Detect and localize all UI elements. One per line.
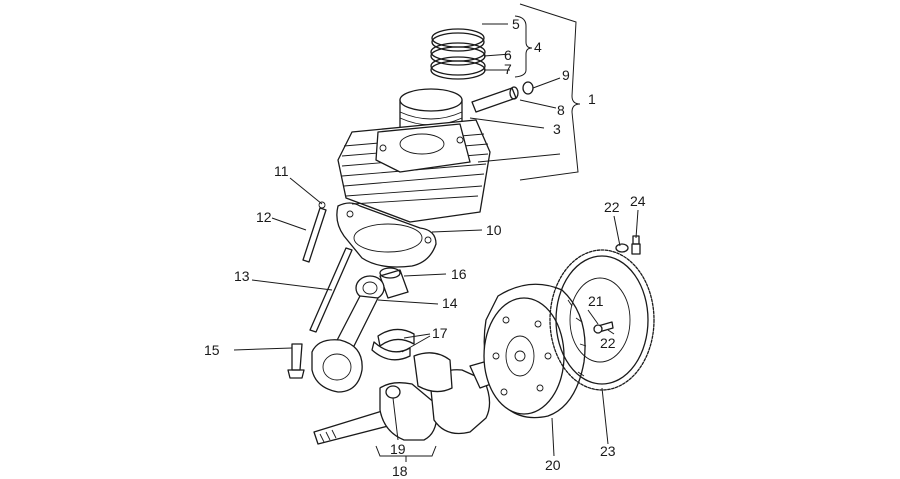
leader-lines bbox=[233, 3, 639, 462]
crankshaft bbox=[313, 352, 503, 445]
top-bolt bbox=[631, 235, 641, 255]
base-gasket bbox=[336, 202, 437, 268]
rod-bolt bbox=[287, 343, 305, 379]
callout-7: 7 bbox=[504, 61, 512, 77]
callout-20: 20 bbox=[545, 457, 561, 473]
washer bbox=[615, 243, 629, 253]
callout-3: 3 bbox=[553, 121, 561, 137]
callout-16: 16 bbox=[451, 266, 467, 282]
callout-9: 9 bbox=[562, 67, 570, 83]
piston-pin bbox=[471, 86, 519, 113]
small-end-bush bbox=[379, 267, 409, 299]
callout-23: 23 bbox=[600, 443, 616, 459]
long-stud bbox=[309, 247, 353, 333]
callout-22-right: 22 bbox=[600, 335, 616, 351]
callout-10: 10 bbox=[486, 222, 502, 238]
flywheel bbox=[483, 283, 587, 419]
callout-21: 21 bbox=[588, 293, 604, 309]
callout-6: 6 bbox=[504, 47, 512, 63]
callout-11: 11 bbox=[274, 163, 289, 179]
callout-labels: 5 4 6 7 9 1 8 3 11 22 24 12 10 13 16 21 … bbox=[204, 16, 646, 479]
callout-18: 18 bbox=[392, 463, 408, 479]
callout-8: 8 bbox=[557, 102, 565, 118]
callout-4: 4 bbox=[534, 39, 542, 55]
callout-15: 15 bbox=[204, 342, 220, 358]
callout-17: 17 bbox=[432, 325, 448, 341]
bearing-shells bbox=[371, 328, 415, 361]
circlip bbox=[522, 81, 534, 95]
callout-12: 12 bbox=[256, 209, 272, 225]
connecting-rod bbox=[311, 275, 385, 393]
callout-14: 14 bbox=[442, 295, 458, 311]
piston-rings bbox=[430, 28, 486, 80]
callout-13: 13 bbox=[234, 268, 250, 284]
ring-gear-bolt bbox=[593, 321, 614, 334]
callout-1: 1 bbox=[588, 91, 596, 107]
cylinder bbox=[337, 119, 491, 223]
crankshaft-plug bbox=[385, 385, 401, 399]
callout-19: 19 bbox=[390, 441, 406, 457]
callout-22-top: 22 bbox=[604, 199, 620, 215]
cylinder-stud bbox=[302, 201, 327, 263]
callout-5: 5 bbox=[512, 16, 520, 32]
callout-24: 24 bbox=[630, 193, 646, 209]
